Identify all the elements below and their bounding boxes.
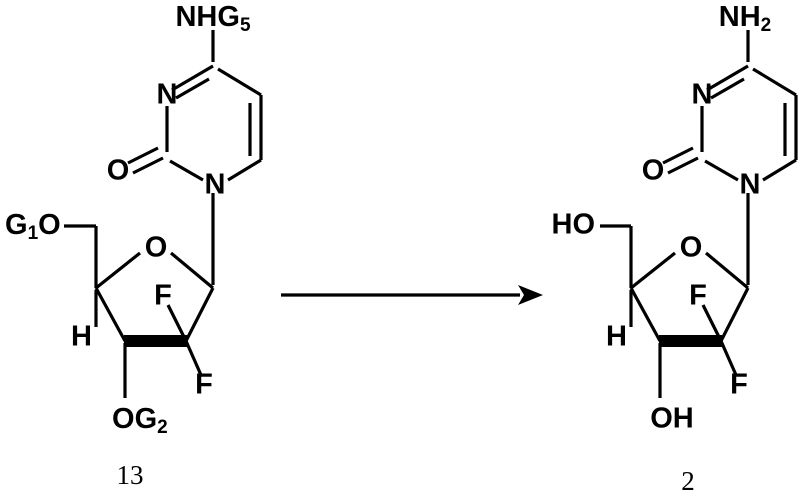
product-c5-hydroxyl-label: HO [552, 209, 596, 241]
product-ring-n3-label: N [692, 79, 713, 111]
reactant-compound-number: 13 [117, 460, 144, 490]
reactant-carbonyl-oxygen-label: O [107, 155, 130, 187]
reaction-arrow [281, 285, 543, 305]
product-fluorine-upper-label: F [689, 280, 707, 312]
product-fluorine-lower-label: F [730, 369, 748, 401]
reactant-ring-n3-label: N [157, 79, 178, 111]
product-sugar-oxygen-label: O [680, 232, 703, 264]
product-compound-number: 2 [681, 466, 695, 496]
product-furanose-ring [629, 251, 750, 347]
reactant-structure: NHG5 N N O O [5, 1, 263, 490]
reactant-fluorine-bonds [166, 304, 203, 376]
product-amine-label: NH2 [719, 1, 771, 36]
product-ring-n1-label: N [740, 169, 761, 201]
product-structure: NH2 N N O O HO H [552, 1, 798, 496]
reactant-c3-protecting-group-label: OG2 [112, 403, 168, 438]
reactant-fluorine-upper-label: F [154, 280, 172, 312]
reactant-pyrimidine-ring [127, 30, 263, 285]
reactant-c5-protecting-group-bond [64, 224, 98, 288]
reactant-c5-protecting-group-label: G1O [5, 209, 61, 244]
reactant-fluorine-lower-label: F [195, 369, 213, 401]
product-pyrimidine-ring [662, 30, 798, 285]
reactant-amine-label: NHG5 [175, 1, 250, 36]
reactant-sugar-oxygen-label: O [145, 232, 168, 264]
product-h-label: H [606, 321, 627, 353]
reactant-h-label: H [71, 321, 92, 353]
product-c5-hydroxyl-bond [600, 224, 633, 288]
product-c3-hydroxyl-label: OH [650, 403, 694, 435]
reactant-ring-n1-label: N [205, 169, 226, 201]
product-fluorine-bonds [701, 304, 738, 376]
product-carbonyl-oxygen-label: O [642, 155, 665, 187]
reactant-furanose-ring [94, 251, 215, 347]
